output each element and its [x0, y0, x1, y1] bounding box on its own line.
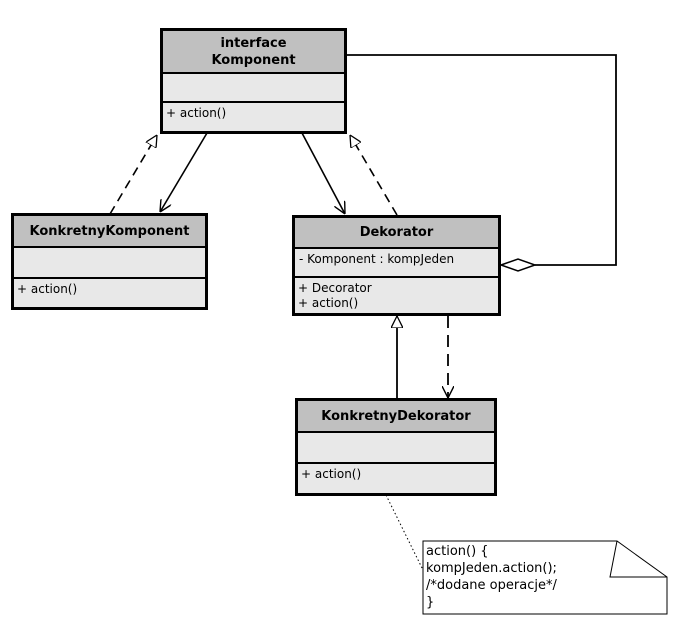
class-komponent-stereotype: interface — [220, 35, 287, 51]
association-komponent-dekorator — [301, 132, 345, 214]
class-dekorator-header: Dekorator — [295, 218, 498, 249]
note-line: /*dodane operacje*/ — [426, 578, 557, 593]
class-konkretnykomponent-attributes — [14, 248, 205, 279]
class-komponent-header: interface Komponent — [163, 31, 344, 74]
class-konkretnydekorator-attributes — [298, 433, 494, 464]
operation-action: + action() — [166, 106, 227, 120]
class-dekorator-operations: + Decorator + action() — [295, 278, 498, 314]
attribute-komponent: - Komponent : kompJeden — [299, 252, 455, 266]
note-link — [385, 494, 424, 571]
class-konkretnydekorator[interactable]: KonkretnyDekorator + action() — [295, 398, 497, 496]
class-konkretnydekorator-operations: + action() — [298, 464, 494, 485]
class-konkretnykomponent-operations: + action() — [14, 279, 205, 300]
class-dekorator-attributes: - Komponent : kompJeden — [295, 249, 498, 278]
class-konkretnykomponent[interactable]: KonkretnyKomponent + action() — [11, 213, 208, 310]
operation-action: + action() — [17, 282, 78, 296]
operation-action: + action() — [298, 296, 359, 310]
note[interactable]: action() { kompJeden.action(); /*dodane … — [423, 541, 667, 615]
class-dekorator[interactable]: Dekorator - Komponent : kompJeden + Deco… — [292, 215, 501, 316]
class-konkretnykomponent-name: KonkretnyKomponent — [29, 223, 190, 239]
note-line: } — [426, 595, 435, 610]
association-komponent-konkretnykomponent — [160, 132, 208, 212]
aggregation-diamond-icon — [498, 258, 538, 272]
note-fold-icon — [609, 540, 667, 578]
class-komponent-operations: + action() — [163, 103, 344, 124]
note-line: action() { — [426, 544, 489, 559]
operation-action: + action() — [301, 467, 362, 481]
aggregation-dekorator-komponent — [347, 54, 617, 266]
note-shape — [422, 540, 668, 615]
class-komponent[interactable]: interface Komponent + action() — [160, 28, 347, 134]
class-konkretnykomponent-header: KonkretnyKomponent — [14, 216, 205, 248]
class-konkretnydekorator-name: KonkretnyDekorator — [321, 408, 471, 424]
realization-dekorator-komponent — [350, 135, 398, 216]
class-konkretnydekorator-header: KonkretnyDekorator — [298, 401, 494, 433]
class-komponent-name: Komponent — [211, 52, 296, 68]
class-dekorator-name: Dekorator — [359, 225, 434, 240]
note-line: kompJeden.action(); — [426, 561, 557, 576]
realization-konkretnykomponent-komponent — [109, 135, 157, 215]
class-komponent-attributes — [163, 74, 344, 103]
operation-decorator: + Decorator — [298, 281, 372, 295]
